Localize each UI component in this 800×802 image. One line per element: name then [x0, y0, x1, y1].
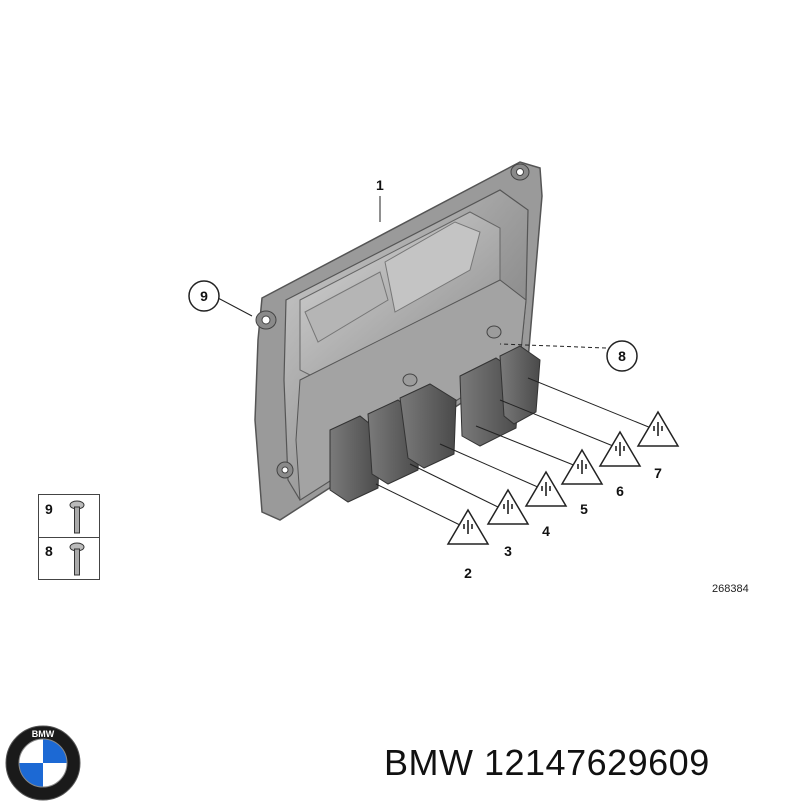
- legend-row-9: 9: [39, 495, 99, 538]
- warning-triangle-icon: [486, 488, 530, 525]
- callout-7: 7: [654, 465, 662, 481]
- logo-letters: BMW: [32, 729, 55, 739]
- legend-label: 8: [45, 543, 53, 559]
- callout-8: 8: [618, 348, 626, 364]
- callout-1: 1: [376, 177, 384, 193]
- ecu-housing: [254, 161, 543, 521]
- warning-triangle-icon: [524, 470, 568, 507]
- warning-triangle-icon: [560, 448, 604, 485]
- callout-9-circle: 9: [188, 280, 220, 312]
- legend-row-8: 8: [39, 537, 99, 579]
- callout-2: 2: [464, 565, 472, 581]
- legend-label: 9: [45, 501, 53, 517]
- callout-6: 6: [616, 483, 624, 499]
- bolt-icon: [69, 500, 85, 534]
- leader-lines: [217, 196, 657, 527]
- fastener-legend: 9 8: [38, 494, 100, 580]
- warning-triangle-icon: [636, 410, 680, 447]
- warning-triangle-icon: [446, 508, 490, 545]
- bolt-icon: [69, 542, 85, 576]
- callout-8-circle: 8: [606, 340, 638, 372]
- callout-3: 3: [504, 543, 512, 559]
- bmw-logo-icon: BMW: [5, 725, 81, 801]
- callout-9: 9: [200, 288, 208, 304]
- callout-5: 5: [580, 501, 588, 517]
- warning-triangle-icon: [598, 430, 642, 467]
- callout-4: 4: [542, 523, 550, 539]
- drawing-number: 268384: [712, 583, 749, 595]
- part-number-label: BMW 12147629609: [384, 742, 710, 783]
- connector-sockets: [329, 345, 541, 503]
